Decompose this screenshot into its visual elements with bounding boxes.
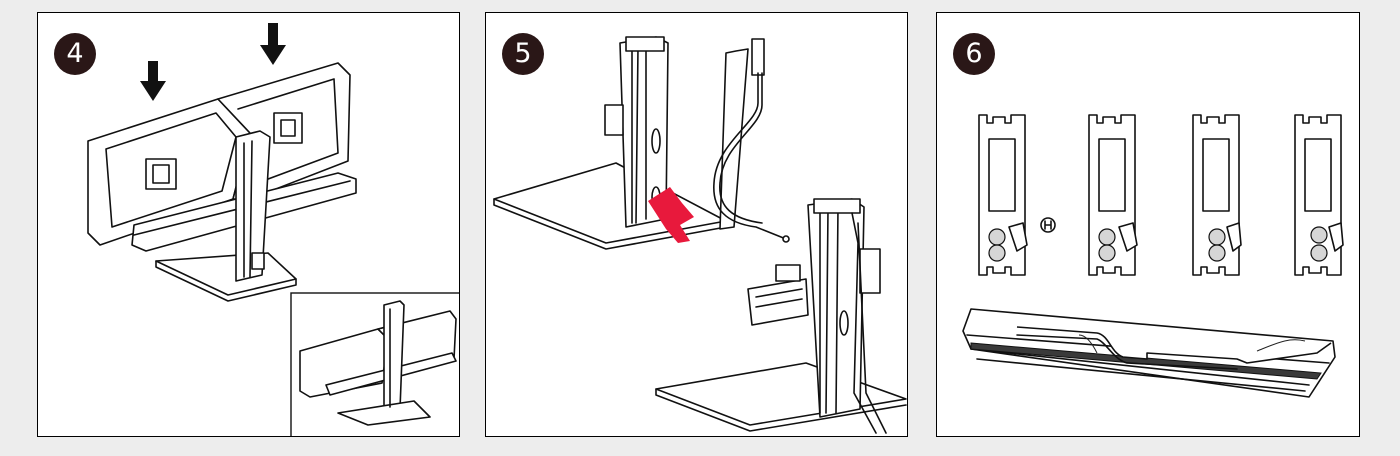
cable-cover [713, 38, 790, 243]
channel-profile-1 [978, 114, 1028, 276]
step-4-number-badge: 4 [54, 33, 96, 75]
pole-left [604, 36, 669, 228]
step-6-panel: 6 [936, 12, 1360, 437]
stand-base-left [493, 162, 727, 250]
screw-icon [1040, 217, 1056, 233]
crossbar-channel [962, 308, 1336, 398]
channel-profile-4 [1294, 114, 1344, 276]
step-6-number-badge: 6 [953, 33, 995, 75]
inset-view [290, 292, 459, 436]
pole [235, 130, 271, 282]
step-4-panel: 4 [37, 12, 460, 437]
channel-profile-3 [1192, 114, 1242, 276]
step-5-illustration [493, 36, 907, 434]
stand-base [155, 252, 297, 302]
hand-icon [648, 187, 694, 243]
step-4-illustration [87, 23, 459, 436]
step-5-panel: 5 [485, 12, 908, 437]
step-6-illustration [962, 114, 1344, 398]
pole-right [747, 198, 887, 434]
channel-profile-2 [1088, 114, 1138, 276]
arrow-down-icon [260, 23, 286, 65]
arrow-down-icon [140, 61, 166, 101]
step-5-number-badge: 5 [502, 33, 544, 75]
screw-detail [1044, 220, 1052, 230]
